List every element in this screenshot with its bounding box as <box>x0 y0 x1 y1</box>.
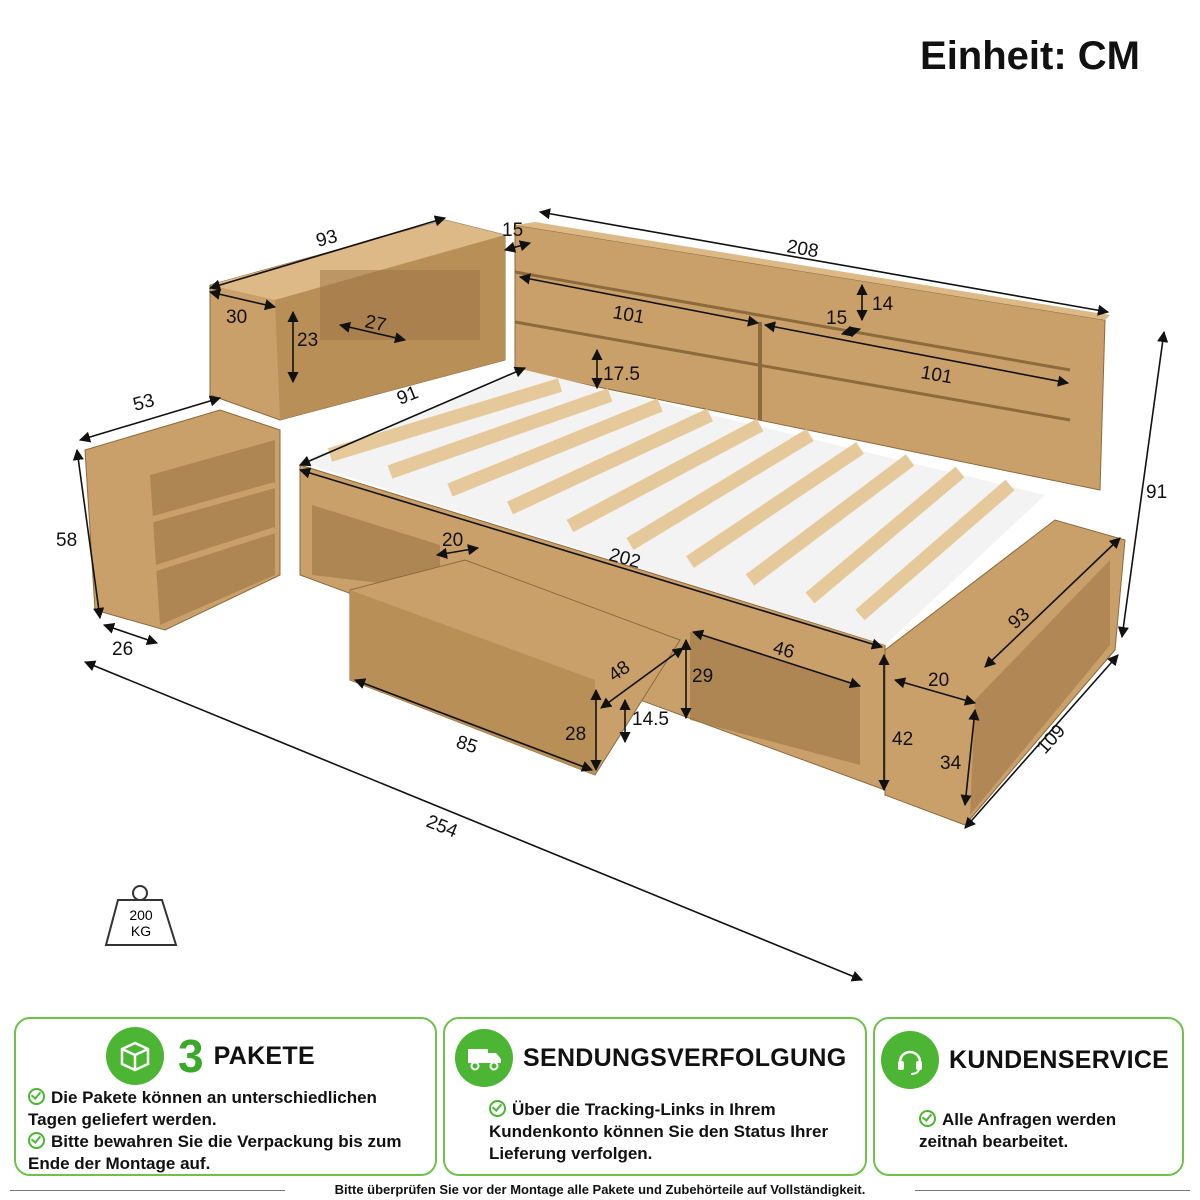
dim-bench-height: 34 <box>940 753 962 774</box>
weight-value: 200 <box>129 907 153 923</box>
packages-bullet-1: Die Pakete können an unterschiedlichen T… <box>28 1088 377 1129</box>
dim-total-height: 91 <box>1146 482 1167 503</box>
dim-bench-depth: 20 <box>928 670 949 691</box>
headset-icon <box>881 1031 939 1089</box>
dim-headboard-small-height: 14 <box>872 294 894 315</box>
packages-title: PAKETE <box>213 1041 315 1070</box>
dim-drawer-height-outer: 28 <box>565 724 586 745</box>
dim-shelf-inner-width: 27 <box>363 311 388 336</box>
dim-bed-height: 42 <box>892 729 913 750</box>
dim-nightstand-width: 53 <box>131 390 157 416</box>
dim-shelf-width: 93 <box>314 226 340 252</box>
dim-shelf-depth: 30 <box>226 307 247 328</box>
packages-panel: 3 PAKETE Die Pakete können an unterschie… <box>14 1017 437 1176</box>
dim-drawer-height-inner: 14.5 <box>632 709 669 730</box>
check-icon <box>28 1132 45 1149</box>
weight-unit: KG <box>131 923 151 939</box>
dim-drawer-gap: 20 <box>442 530 463 551</box>
footer-note: Bitte überprüfen Sie vor der Montage all… <box>0 1182 1200 1197</box>
dim-headboard-small-depth: 15 <box>826 308 847 329</box>
service-title: KUNDENSERVICE <box>949 1045 1170 1074</box>
tracking-panel: SENDUNGSVERFOLGUNG Über die Tracking-Lin… <box>443 1017 867 1176</box>
dim-nightstand-height: 58 <box>56 530 77 551</box>
dim-nightstand-depth: 26 <box>112 639 133 660</box>
dim-total-length: 254 <box>423 811 461 843</box>
check-icon <box>489 1100 506 1117</box>
packages-bullet-2: Bitte bewahren Sie die Verpackung bis zu… <box>28 1132 402 1173</box>
check-icon <box>28 1088 45 1105</box>
weight-icon: 200 KG <box>104 885 178 946</box>
bed-dimension-diagram: 93 30 23 27 15 208 101 101 15 14 17.5 91… <box>56 208 1169 982</box>
package-icon <box>106 1027 164 1085</box>
service-bullet-1: Alle Anfragen werden zeitnah bearbeitet. <box>919 1110 1117 1151</box>
dim-shelf-height: 23 <box>297 330 318 351</box>
check-icon <box>919 1110 936 1127</box>
dim-drawer-width: 85 <box>453 732 480 759</box>
tracking-title: SENDUNGSVERFOLGUNG <box>523 1043 847 1072</box>
service-panel: KUNDENSERVICE Alle Anfragen werden zeitn… <box>873 1017 1184 1176</box>
unit-label: Einheit: CM <box>920 34 1140 78</box>
dim-headboard-depth: 15 <box>502 220 523 241</box>
truck-icon <box>455 1029 513 1087</box>
dim-headboard-length: 208 <box>785 236 820 262</box>
dim-side-shelf-height: 29 <box>692 666 713 687</box>
dim-headboard-gap: 17.5 <box>603 364 640 385</box>
tracking-bullet-1: Über die Tracking-Links in Ihrem Kundenk… <box>489 1100 829 1163</box>
packages-count: 3 <box>178 1030 204 1082</box>
